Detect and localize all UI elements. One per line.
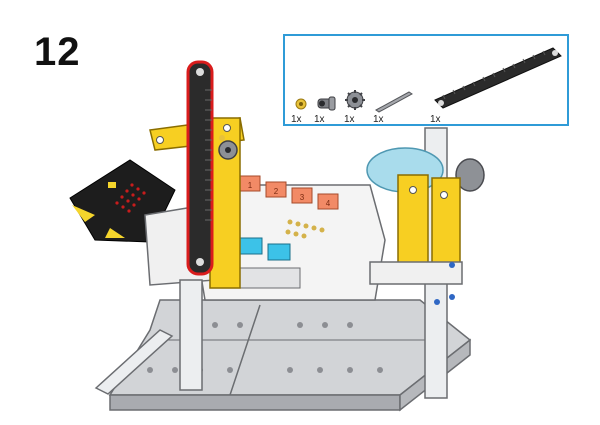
sensor-port: [239, 237, 263, 255]
step-number: 12: [34, 30, 81, 74]
extension-beam: [94, 329, 174, 395]
part-quantity: 1x: [344, 114, 355, 125]
sensor-port: [267, 243, 291, 261]
part-quantity: 1x: [314, 114, 325, 125]
rack-assembly: [149, 60, 245, 289]
parts-illustrations: [295, 47, 562, 113]
port-number: 2: [274, 187, 279, 196]
part-quantity: 1x: [373, 114, 384, 125]
axle-icon: [375, 91, 413, 113]
port-number: 4: [326, 199, 331, 208]
port-block: [265, 181, 287, 198]
part-quantity: 1x: [430, 114, 441, 125]
bushing-icon: [295, 98, 307, 110]
right-tower: [366, 127, 485, 399]
expansion-board: 1 2 3 4: [194, 175, 386, 301]
port-number: 3: [300, 193, 305, 202]
gear-rack-highlight: [186, 60, 214, 276]
port-number: 1: [248, 181, 253, 190]
axle-connector-icon: [317, 96, 336, 111]
gear-icon: [345, 90, 365, 110]
base-frame: [108, 299, 472, 412]
gear-rack-icon: [434, 47, 562, 109]
port-block: [291, 187, 313, 204]
port-block: [317, 193, 339, 210]
part-quantity: 1x: [291, 114, 302, 125]
parts-callout: 1x 1x 1x 1x 1x: [283, 34, 569, 126]
